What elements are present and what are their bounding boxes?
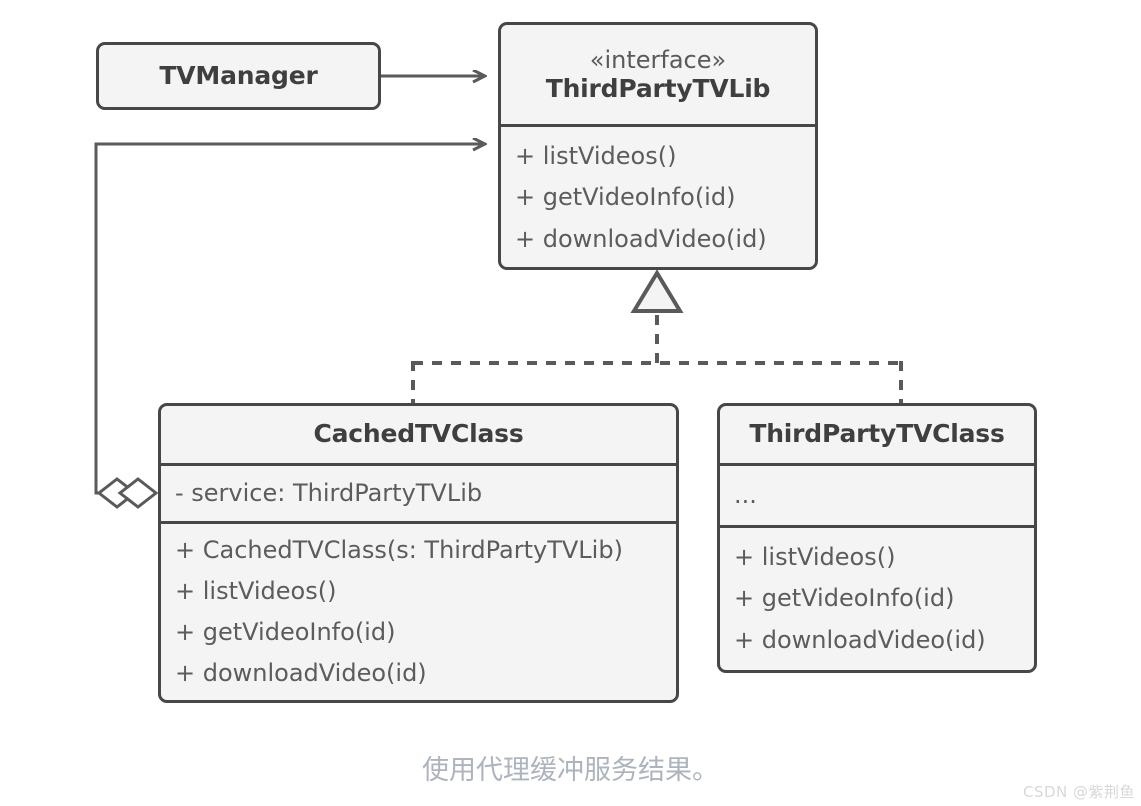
class-methods-compartment: + CachedTVClass(s: ThirdPartyTVLib) + li… [161,524,676,700]
class-methods-compartment: + listVideos() + getVideoInfo(id) + down… [501,127,815,269]
hollow-triangle-icon [630,269,684,313]
class-title-compartment: TVManager [99,45,378,107]
class-method: + getVideoInfo(id) [515,183,736,212]
class-method: + downloadVideo(id) [175,659,427,688]
hollow-diamond-icon [96,477,138,509]
class-title-compartment: «interface» ThirdPartyTVLib [501,25,815,127]
class-name-tvmanager: TVManager [159,60,318,90]
class-stereotype-interface: «interface» [589,45,727,74]
class-attributes-compartment: ... [720,466,1034,528]
class-method: + listVideos() [734,543,896,572]
class-method: + listVideos() [515,142,677,171]
class-method: + CachedTVClass(s: ThirdPartyTVLib) [175,535,623,564]
class-name-thirdpartytvlib: ThirdPartyTVLib [545,73,771,103]
class-method: + getVideoInfo(id) [734,584,955,613]
class-method: + listVideos() [175,576,337,605]
class-attribute: - service: ThirdPartyTVLib [175,478,483,507]
class-box-thirdpartytvclass[interactable]: ThirdPartyTVClass ... + listVideos() + g… [717,403,1037,673]
class-methods-compartment: + listVideos() + getVideoInfo(id) + down… [720,528,1034,670]
class-method: + downloadVideo(id) [734,625,986,654]
class-box-thirdpartytvlib[interactable]: «interface» ThirdPartyTVLib + listVideos… [498,22,818,270]
class-name-thirdpartytvclass: ThirdPartyTVClass [749,419,1005,449]
class-box-tvmanager[interactable]: TVManager [96,42,381,110]
watermark-label: CSDN @紫荆鱼 [1022,783,1135,801]
edge-realization-tree [411,269,903,403]
class-method: + downloadVideo(id) [515,224,767,253]
edge-aggregation-cachedtvclass [94,144,484,509]
class-title-compartment: ThirdPartyTVClass [720,406,1034,466]
class-box-cachedtvclass[interactable]: CachedTVClass - service: ThirdPartyTVLib… [158,403,679,703]
class-attributes-compartment: - service: ThirdPartyTVLib [161,466,676,524]
class-attribute-ellipsis: ... [734,481,757,510]
class-title-compartment: CachedTVClass [161,406,676,466]
class-name-cachedtvclass: CachedTVClass [313,419,524,449]
diagram-caption: 使用代理缓冲服务结果。 [422,755,719,786]
class-method: + getVideoInfo(id) [175,618,396,646]
